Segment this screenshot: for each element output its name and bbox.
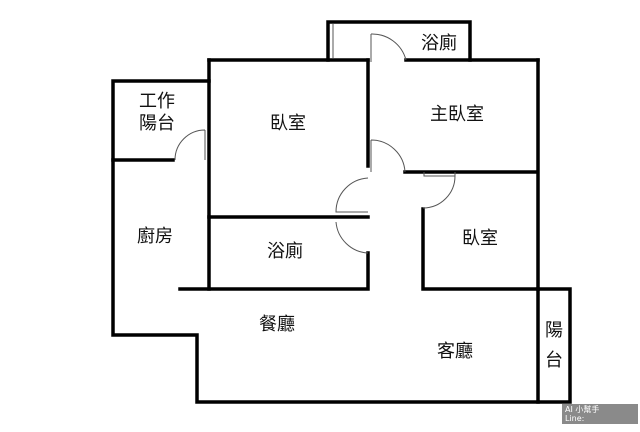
room-label-master-bedroom: 主臥室	[430, 104, 484, 125]
wall-bath-top	[326, 20, 472, 62]
room-label-bedroom-2: 臥室	[462, 228, 498, 249]
wall-kitchen	[111, 158, 540, 404]
watermark-line1: AI 小幫手	[565, 405, 600, 414]
wall-bedroom2	[421, 207, 540, 291]
door-master	[370, 139, 406, 173]
wall-master	[403, 58, 540, 291]
door-work-balcony	[174, 129, 206, 161]
watermark-line2: Line: @007omugu	[565, 414, 617, 432]
door-bath-top	[370, 33, 407, 62]
wall-bath-mid	[178, 215, 370, 291]
room-label-dining: 餐廳	[259, 314, 295, 335]
room-label-work-balcony: 工作陽台	[139, 91, 175, 134]
watermark: AI 小幫手 Line: @007omugu	[562, 404, 638, 432]
room-label-living: 客廳	[437, 341, 473, 362]
room-label-balcony: 陽台	[545, 320, 563, 371]
room-label-bath-top: 浴廁	[421, 33, 457, 54]
wall-bedroom1	[207, 58, 370, 291]
wall-work-balcony	[111, 79, 211, 162]
door-bedroom2	[422, 172, 456, 209]
room-label-kitchen: 廚房	[137, 226, 173, 247]
door-bath-mid	[335, 221, 369, 254]
door-bedroom1	[335, 177, 369, 213]
room-label-bath-mid: 浴廁	[267, 241, 303, 262]
room-label-bedroom-1: 臥室	[270, 113, 306, 134]
wall-balcony	[536, 287, 572, 404]
